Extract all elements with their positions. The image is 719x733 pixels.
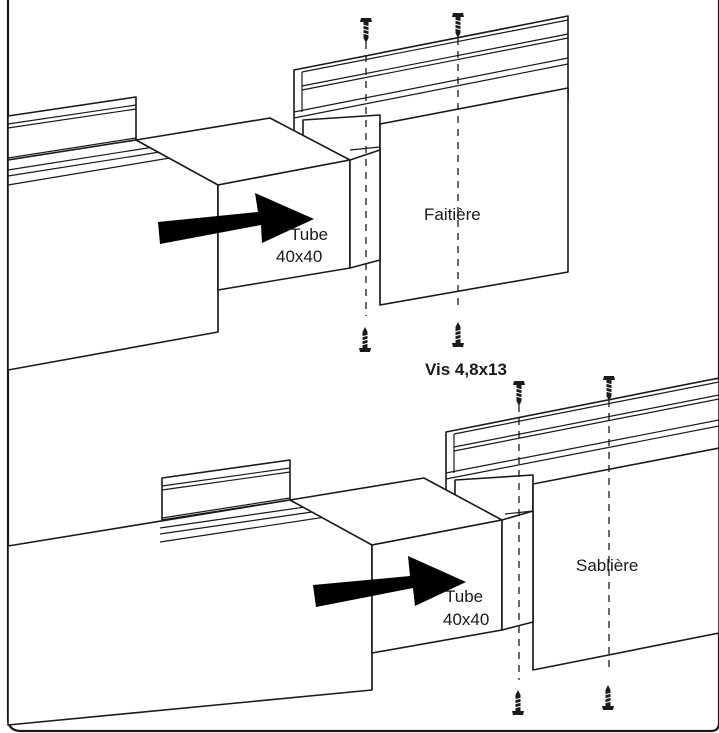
screw-icon bbox=[511, 689, 525, 716]
top-part-label: Faitière bbox=[424, 205, 481, 224]
bottom-left-profile bbox=[7, 459, 373, 726]
screw-icon bbox=[451, 12, 465, 39]
screw-icon bbox=[601, 684, 615, 711]
insert-arrow-icon bbox=[158, 193, 314, 244]
screw-label: Vis 4,8x13 bbox=[425, 360, 507, 379]
top-tube-label-line1: Tube bbox=[290, 225, 329, 244]
faitiere-face bbox=[379, 87, 569, 306]
bottom-tube-label-line2: 40x40 bbox=[443, 610, 490, 629]
screw-icon bbox=[358, 326, 372, 353]
bottom-assembly bbox=[7, 375, 719, 726]
top-assembly bbox=[7, 12, 569, 371]
top-tube-label-line2: 40x40 bbox=[276, 247, 323, 266]
screw-icon bbox=[602, 375, 616, 402]
bottom-part-label: Sablière bbox=[576, 556, 639, 575]
insert-arrow-icon bbox=[313, 556, 466, 607]
bottom-right-profile bbox=[445, 377, 719, 671]
screw-icon bbox=[512, 380, 526, 407]
screw-icon bbox=[451, 321, 465, 348]
bottom-tube-label-line1: Tube bbox=[445, 587, 484, 606]
screw-icon bbox=[359, 17, 373, 44]
